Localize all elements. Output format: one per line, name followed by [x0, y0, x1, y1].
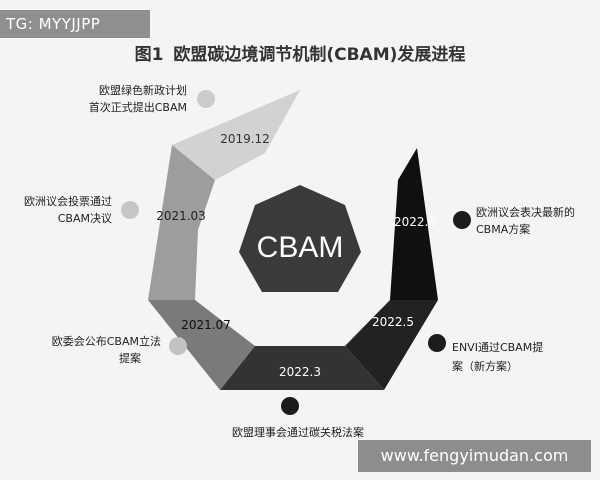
milestone-label-2022-3-line1: 欧盟理事会通过碳关税法案 [232, 425, 364, 439]
figure-number: 图1 [134, 45, 164, 65]
watermark-top-left: TG: MYYJJPP [0, 10, 150, 38]
date-label-2022-6: 2022.6 [394, 215, 436, 229]
milestone-label-2021-07-line1: 欧委会公布CBAM立法 [52, 334, 161, 348]
figure-title-text: 欧盟碳边境调节机制(CBAM)发展进程 [173, 45, 466, 65]
milestone-label-2022-5-line2: 案（新方案） [452, 359, 518, 373]
milestone-label-2021-03-line2: CBAM决议 [58, 212, 112, 225]
milestone-label-2021-07-line2: 提案 [119, 351, 141, 365]
milestone-label-2019-12-line2: 首次正式提出CBAM [89, 100, 187, 114]
date-label-2021-07: 2021.07 [181, 318, 231, 332]
segment-2021-03 [148, 145, 215, 300]
milestone-dot-2022-5 [428, 334, 446, 352]
milestone-label-2022-5-line1: ENVI通过CBAM提 [452, 341, 543, 354]
date-label-2022-5: 2022.5 [372, 315, 414, 329]
center-heptagon [239, 185, 361, 292]
watermark-bottom-right: www.fengyimudan.com [358, 440, 591, 472]
segment-2021-07 [148, 300, 255, 390]
date-label-2021-03: 2021.03 [156, 209, 206, 223]
segment-2022-6 [390, 148, 438, 300]
milestone-label-2022-6-line1: 欧洲议会表决最新的 [476, 205, 575, 219]
milestone-label-2021-03-line1: 欧洲议会投票通过 [24, 194, 112, 208]
milestone-label-2022-6-line2: CBMA方案 [476, 222, 530, 236]
milestone-dot-2021-03 [121, 201, 139, 219]
milestone-dot-2021-07 [169, 337, 187, 355]
segment-2022-3 [220, 346, 384, 390]
milestone-label-2019-12-line1: 欧盟绿色新政计划 [99, 83, 187, 97]
segment-2019-12 [172, 90, 300, 180]
date-label-2022-3: 2022.3 [279, 365, 321, 379]
milestone-dot-2022-3 [281, 397, 299, 415]
segment-2022-5 [345, 300, 438, 390]
figure-title: 图1 欧盟碳边境调节机制(CBAM)发展进程 [0, 40, 600, 65]
date-label-2019-12: 2019.12 [220, 132, 270, 146]
center-label: CBAM [257, 231, 344, 264]
milestone-dot-2022-6 [453, 211, 471, 229]
milestone-dot-2019-12 [197, 90, 215, 108]
